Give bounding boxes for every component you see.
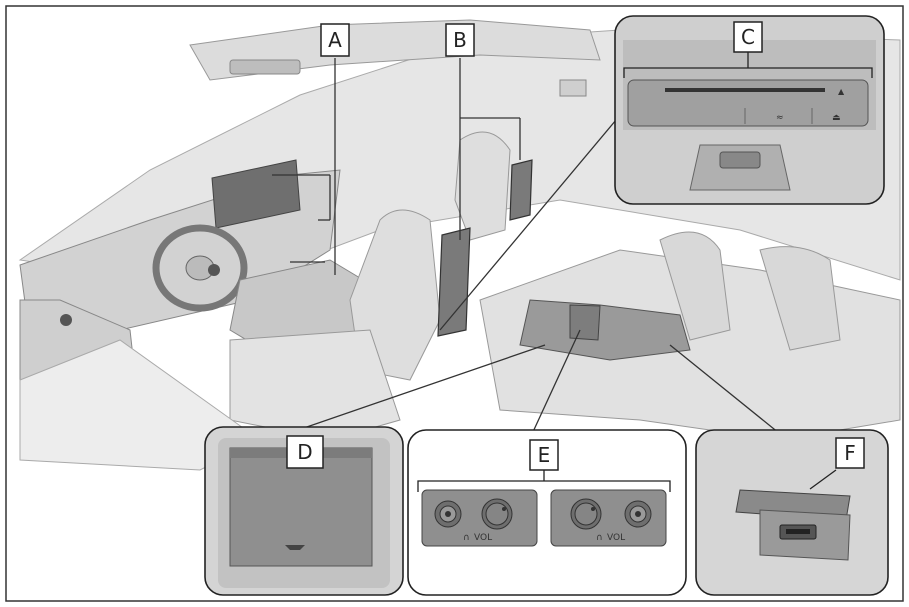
left-volume-knob xyxy=(485,502,509,526)
inset-c-disc-player: ▲ ≈ ⏏ C xyxy=(614,15,885,205)
right-headphone-glyph-icon: ∩ xyxy=(596,533,603,543)
left-vol-label: VOL xyxy=(474,533,492,543)
callout-f-label: F xyxy=(844,441,856,465)
callout-b-label: B xyxy=(453,28,467,52)
right-vol-label: VOL xyxy=(607,533,625,543)
left-headphone-jack-icon xyxy=(445,511,451,517)
inset-d-armrest-storage: D xyxy=(204,426,404,596)
callout-a: A xyxy=(320,23,350,57)
eject-icon: ⏏ xyxy=(832,113,841,123)
callout-d-label: D xyxy=(297,440,312,464)
callout-b: B xyxy=(445,23,475,57)
inset-e-headphone-jacks: E ∩ VOL ∩ VOL xyxy=(407,429,687,596)
mode-icon: ≈ xyxy=(776,113,784,123)
front-seatback-monitor xyxy=(437,227,471,337)
disc-slot xyxy=(665,88,825,92)
left-headphone-glyph-icon: ∩ xyxy=(463,533,470,543)
lid-latch xyxy=(285,545,305,550)
right-headphone-jack-icon xyxy=(635,511,641,517)
left-jack-panel: ∩ VOL xyxy=(421,489,538,547)
right-volume-knob xyxy=(574,502,598,526)
callout-a-label: A xyxy=(328,28,342,52)
callout-c-label: C xyxy=(741,25,755,49)
inset-f-input-port: F xyxy=(695,429,889,596)
rear-seatback-monitor xyxy=(509,159,533,221)
leader-c xyxy=(439,119,617,331)
bluray-logo-icon: ▲ xyxy=(838,87,845,96)
callout-e-label: E xyxy=(538,443,551,467)
right-jack-panel: ∩ VOL xyxy=(550,489,667,547)
